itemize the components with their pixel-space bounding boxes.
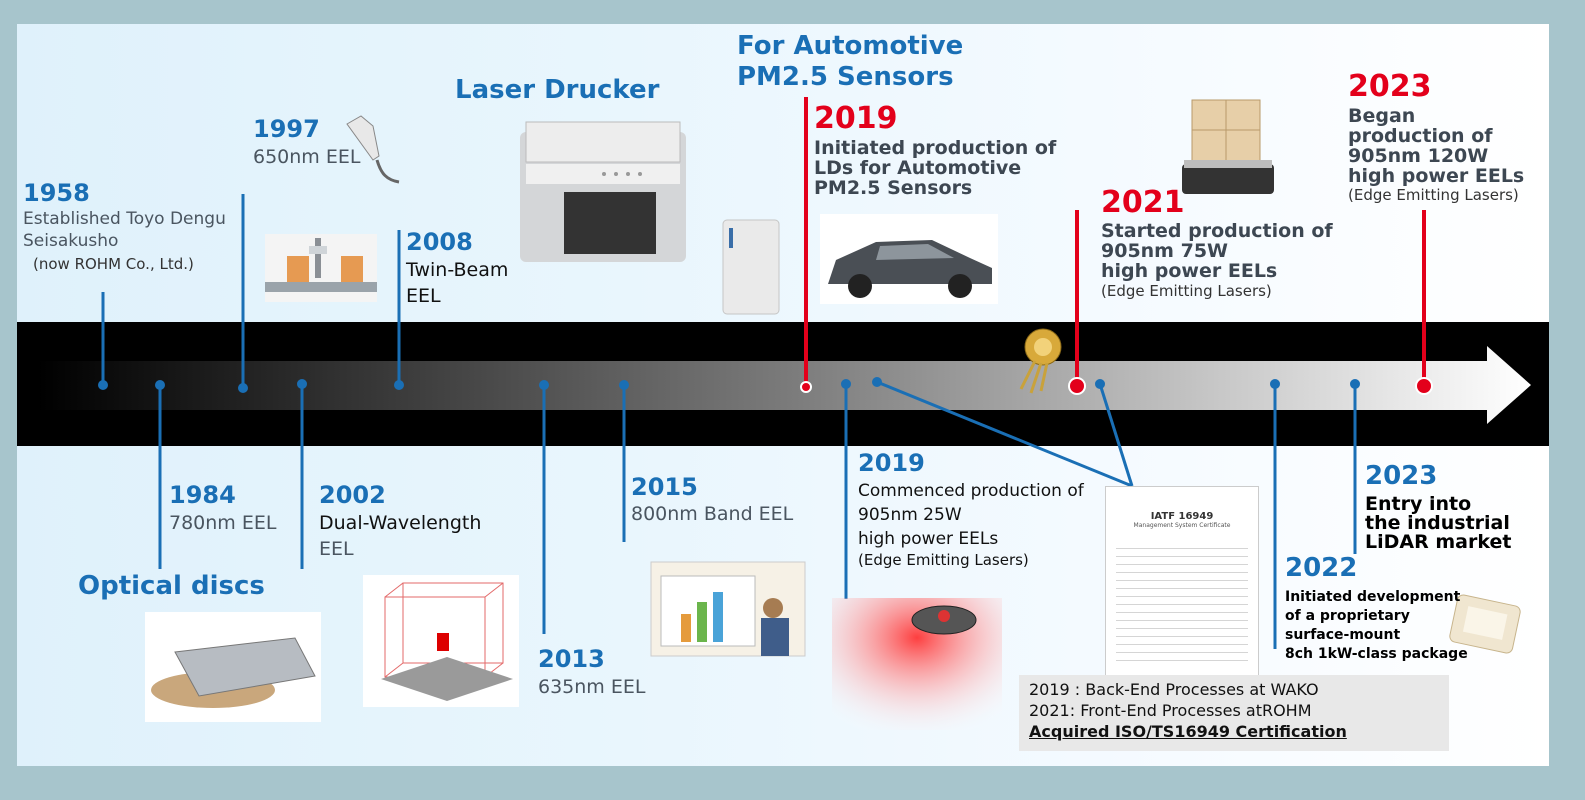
text-1958-3: (now ROHM Co., Ltd.) [33, 255, 194, 273]
optical-drive-icon [145, 612, 321, 722]
header-optical-discs: Optical discs [78, 571, 265, 601]
text-1997: 650nm EEL [253, 146, 361, 168]
text-2019r-1: Initiated production of [814, 137, 1057, 159]
timeline-arrow [37, 346, 1531, 424]
text-2023r-1: Began [1348, 105, 1416, 127]
dot-2019r [800, 381, 812, 393]
text-2019b-2: 905nm 25W [858, 505, 962, 525]
dot-2021 [1068, 377, 1086, 395]
text-2023r-4: high power EELs [1348, 165, 1525, 187]
text-2013: 635nm EEL [538, 676, 646, 698]
car-icon [820, 214, 998, 304]
dot-1997 [238, 383, 248, 393]
text-1958-1: Established Toyo Dengu [23, 209, 226, 229]
text-2022-4: 8ch 1kW-class package [1285, 646, 1468, 662]
barcode-scanner-icon [346, 115, 400, 184]
timeline-canvas: IATF 16949 Management System Certificate… [17, 24, 1549, 766]
text-2019b-3: high power EELs [858, 529, 999, 549]
year-2013: 2013 [538, 645, 605, 673]
text-2019r-2: LDs for Automotive [814, 157, 1022, 179]
cert-doc-subtitle: Management System Certificate [1133, 522, 1231, 529]
text-2019r-3: PM2.5 Sensors [814, 177, 973, 199]
text-2015: 800nm Band EEL [631, 503, 794, 525]
dot-2013 [539, 380, 549, 390]
text-2021-4: (Edge Emitting Lasers) [1101, 282, 1272, 300]
cert-line-2: 2021: Front-End Processes atROHM [1029, 701, 1312, 720]
dot-2022 [1270, 379, 1280, 389]
presentation-icon [650, 561, 806, 657]
iatf-certificate: IATF 16949 Management System Certificate [1105, 486, 1259, 696]
header-automotive-1: For Automotive [737, 31, 964, 61]
dot-1958 [98, 380, 108, 390]
cert-line-1: 2019 : Back-End Processes at WAKO [1029, 680, 1319, 699]
text-2023r-5: (Edge Emitting Lasers) [1348, 186, 1519, 204]
cert-doc-title: IATF 16949 [1150, 511, 1214, 522]
dot-2015 [619, 380, 629, 390]
year-2008: 2008 [406, 228, 473, 256]
year-2019-blue: 2019 [858, 449, 925, 477]
header-laser-drucker: Laser Drucker [455, 75, 660, 105]
text-2022-1: Initiated development [1285, 589, 1461, 605]
certification-box: 2019 : Back-End Processes at WAKO 2021: … [1019, 675, 1449, 751]
laser-printer-icon [520, 121, 686, 262]
line-cert-2 [1098, 383, 1134, 487]
year-2021: 2021 [1101, 185, 1185, 220]
dot-2023b [1350, 379, 1360, 389]
text-2023r-3: 905nm 120W [1348, 145, 1489, 167]
dot-1984 [155, 380, 165, 390]
laser-level-icon [363, 575, 519, 707]
dot-2002 [297, 379, 307, 389]
year-2022: 2022 [1285, 553, 1358, 583]
text-2002-2: EEL [319, 538, 354, 560]
year-1997: 1997 [253, 115, 320, 143]
text-2019b-4: (Edge Emitting Lasers) [858, 551, 1029, 569]
conveyor-robot-icon [265, 234, 377, 302]
text-2021-2: 905nm 75W [1101, 240, 1228, 262]
header-automotive-2: PM2.5 Sensors [737, 62, 954, 92]
text-1958-2: Seisakusho [23, 231, 119, 251]
dot-2021b [1095, 379, 1105, 389]
year-1984: 1984 [169, 481, 236, 509]
text-2022-3: surface-mount [1285, 627, 1401, 643]
text-2021-1: Started production of [1101, 220, 1333, 242]
text-2019b-1: Commenced production of [858, 481, 1084, 501]
text-2023b-3: LiDAR market [1365, 531, 1512, 553]
text-2002-1: Dual-Wavelength [319, 512, 482, 534]
text-2022-2: of a proprietary [1285, 608, 1410, 624]
cert-doc-lines [1116, 541, 1248, 661]
dot-2019b [841, 379, 851, 389]
year-2023-red: 2023 [1348, 69, 1432, 104]
line-cert-1 [876, 380, 1133, 488]
robot-vacuum-icon [832, 598, 1002, 730]
air-purifier-icon [722, 219, 780, 315]
year-2023-blue: 2023 [1365, 461, 1438, 491]
text-2008-1: Twin-Beam [406, 259, 509, 281]
agv-robot-icon [1182, 99, 1274, 194]
year-2015: 2015 [631, 473, 698, 501]
year-1958: 1958 [23, 179, 90, 207]
timeline-graphic [17, 97, 1549, 730]
text-2008-2: EEL [406, 285, 441, 307]
text-2021-3: high power EELs [1101, 260, 1278, 282]
dot-2008 [394, 380, 404, 390]
dot-cert [872, 377, 882, 387]
text-1984: 780nm EEL [169, 512, 277, 534]
year-2019-red: 2019 [814, 101, 898, 136]
smd-package-icon [1449, 594, 1521, 654]
text-2023r-2: production of [1348, 125, 1493, 147]
cert-line-3: Acquired ISO/TS16949 Certification [1029, 722, 1347, 741]
laser-diode-icon [1019, 328, 1062, 394]
text-2023b-1: Entry into [1365, 493, 1472, 515]
year-2002: 2002 [319, 481, 386, 509]
dot-2023r [1415, 377, 1433, 395]
text-2023b-2: the industrial [1365, 512, 1510, 534]
